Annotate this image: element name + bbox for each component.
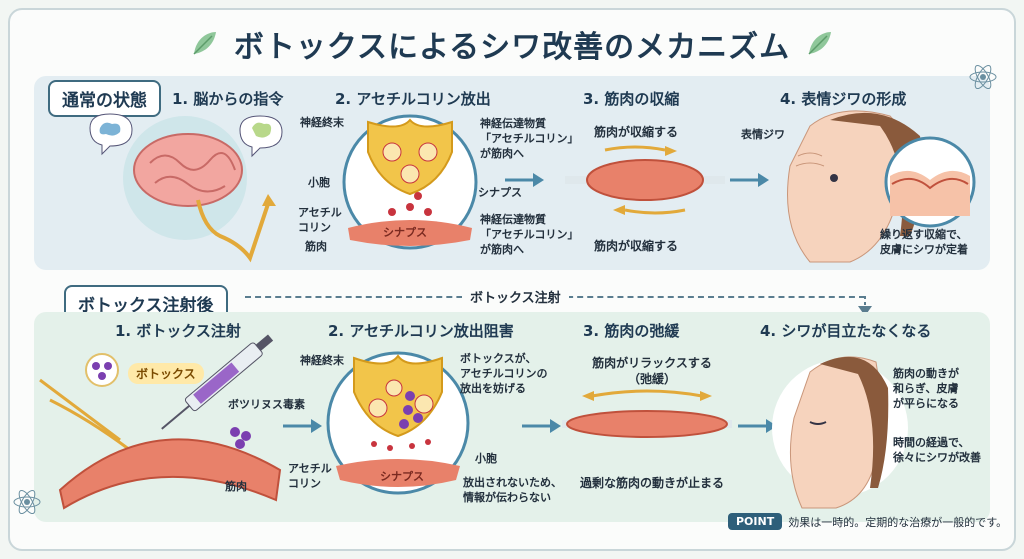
arrow-right-icon (730, 173, 769, 187)
muscle-label-bottom: 筋肉 (225, 480, 247, 493)
leaf-icon (808, 32, 831, 55)
vesicle-label-bottom: 小胞 (475, 452, 497, 465)
botox-step4-title: 4. シワが目立たなくなる (760, 322, 932, 340)
arrow-right-icon (522, 419, 561, 433)
normal-step3-title: 3. 筋肉の収縮 (583, 90, 680, 108)
botox-step2-title: 2. アセチルコリン放出阻害 (328, 322, 514, 340)
vesicle-label: 小胞 (308, 176, 330, 189)
transmitter-label-bottom: 神経伝達物質「アセチルコリン」が筋肉へ (480, 213, 579, 256)
blocked-synapse-diagram (326, 351, 470, 495)
botox-pill-badge: ボトックス (128, 363, 204, 384)
contract-label-top: 筋肉が収縮する (594, 125, 679, 139)
atom-icon (13, 489, 41, 515)
thought-bubble-icon (89, 113, 133, 156)
page-title: ボトックスによるシワ改善のメカニズム (233, 30, 791, 65)
nerve-ending-label-bottom: 神経終末 (300, 354, 344, 367)
point-note: POINT 効果は一時的。定期的な治療が一般的です。 (728, 513, 1007, 530)
synapse-label-right: シナプス (478, 186, 522, 199)
arrow-right-icon (283, 419, 322, 433)
synapse-label-top: シナプス (383, 226, 427, 239)
synapse-diagram (342, 114, 478, 250)
relaxed-muscle-illustration (562, 389, 732, 438)
botox-step1-title: 1. ボトックス注射 (115, 322, 241, 340)
transmitter-label-top: 神経伝達物質「アセチルコリン」が筋肉へ (480, 117, 579, 160)
wrinkle-label: 表情ジワ (741, 128, 785, 141)
leaf-icon (193, 32, 216, 55)
normal-step1-title: 1. 脳からの指令 (172, 90, 284, 108)
contracted-muscle-illustration (565, 145, 725, 215)
injection-flow-label: ボトックス注射 (462, 287, 569, 306)
stop-label: 過剰な筋肉の動きが止まる (580, 476, 725, 490)
calm-label: 筋肉の動きが和らぎ、皮膚が平らになる (893, 367, 959, 410)
acetylcholine-label-bottom: アセチルコリン (288, 462, 332, 490)
atom-icon (969, 64, 997, 90)
acetylcholine-label-top: アセチルコリン (298, 206, 342, 234)
muscle-label-top: 筋肉 (305, 240, 327, 253)
botox-step3-title: 3. 筋肉の弛緩 (583, 322, 680, 340)
brain-illustration (89, 113, 283, 263)
contract-label-bottom: 筋肉が収縮する (594, 239, 679, 253)
thought-bubble-icon (239, 115, 283, 158)
no-signal-note: 放出されないため、情報が伝わらない (463, 476, 562, 504)
toxin-label: ボツリヌス毒素 (228, 398, 305, 411)
wrinkled-face-illustration (787, 110, 976, 263)
normal-step2-title: 2. アセチルコリン放出 (335, 90, 491, 108)
point-tag: POINT (728, 513, 783, 530)
arrow-right-icon (505, 173, 544, 187)
arrow-down-icon (858, 296, 872, 316)
arrow-right-icon (738, 419, 777, 433)
time-label: 時間の経過で、徐々にシワが改善 (893, 436, 981, 464)
synapse-label-bottom: シナプス (380, 470, 424, 483)
relax-label: 筋肉がリラックスする（弛緩） (592, 356, 712, 387)
botox-injection-illustration (39, 334, 282, 510)
normal-step4-title: 4. 表情ジワの形成 (780, 90, 907, 108)
block-label: ボトックスが、アセチルコリンの放出を妨げる (460, 352, 548, 395)
nerve-ending-label: 神経終末 (300, 116, 344, 129)
point-text: 効果は一時的。定期的な治療が一般的です。 (788, 515, 1008, 529)
smooth-face-illustration (772, 356, 908, 509)
wrinkle-caption: 繰り返す収縮で、皮膚にシワが定着 (880, 228, 968, 256)
